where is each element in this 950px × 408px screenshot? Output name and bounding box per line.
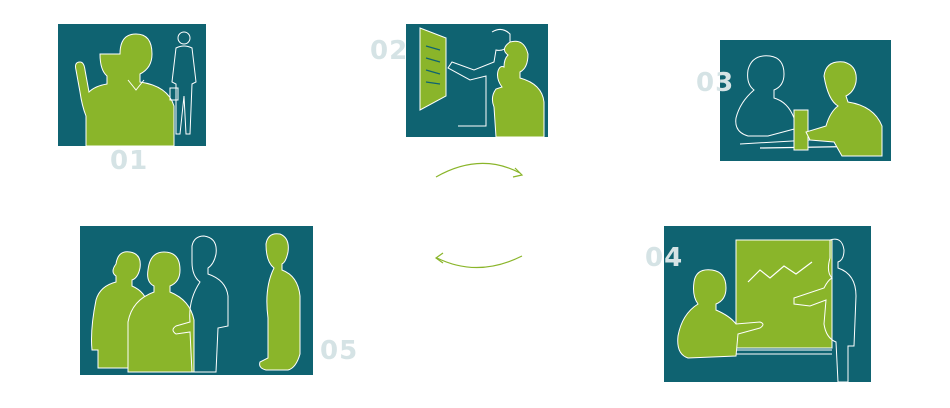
chart-presentation-icon [677,238,857,382]
step-04-number: 04 [645,243,684,273]
person-at-board-icon [419,27,545,137]
curved-arrow-right-icon [435,162,524,178]
step-01-number: 01 [110,146,149,176]
meeting-at-table-icon [735,55,883,157]
step-03-panel [720,40,891,161]
team-group-icon [91,233,301,373]
curved-arrow-left-icon [434,252,523,269]
step-01-panel [58,24,206,146]
step-02-panel [406,24,548,137]
step-05-number: 05 [320,336,359,366]
step-05-panel [80,226,313,375]
step-03-number: 03 [696,68,735,98]
step-04-panel [664,226,871,382]
step-02-number: 02 [370,36,409,66]
presenter-pointing-icon [75,31,197,146]
